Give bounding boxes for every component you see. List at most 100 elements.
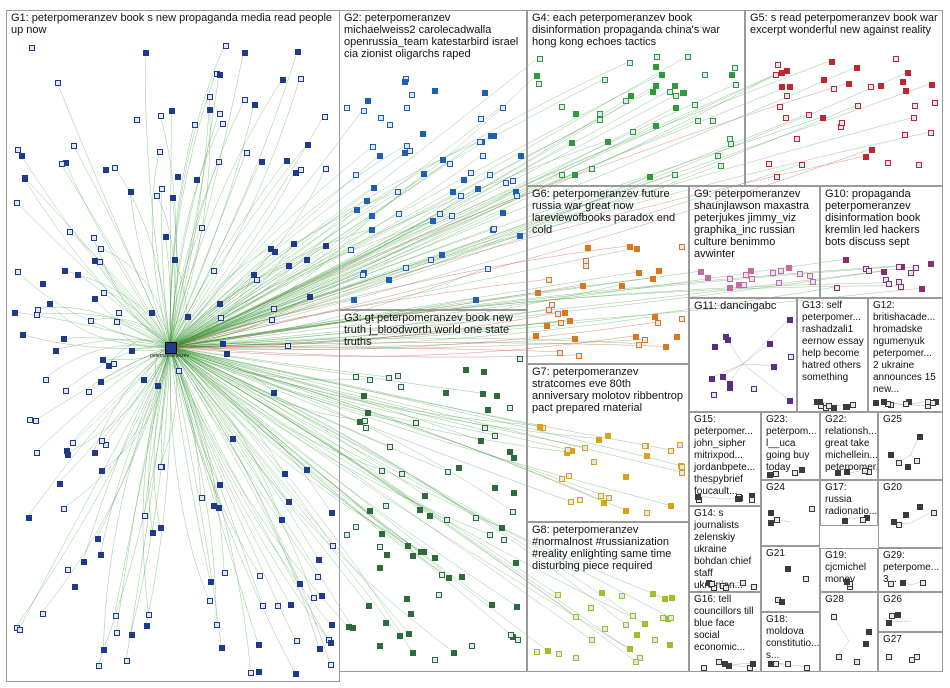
node[interactable]: [662, 344, 669, 351]
node[interactable]: [42, 376, 49, 383]
node[interactable]: [480, 391, 487, 398]
node[interactable]: [653, 64, 660, 71]
node[interactable]: [146, 611, 153, 618]
node[interactable]: [429, 218, 436, 225]
node[interactable]: [491, 485, 498, 492]
node[interactable]: [13, 199, 20, 206]
node[interactable]: [488, 601, 495, 608]
node[interactable]: [216, 111, 223, 118]
node[interactable]: [448, 213, 455, 220]
node[interactable]: [427, 257, 434, 264]
node[interactable]: [387, 121, 394, 128]
node[interactable]: [509, 508, 516, 515]
node[interactable]: [558, 104, 565, 111]
node[interactable]: [363, 197, 370, 204]
node[interactable]: [732, 64, 739, 71]
node[interactable]: [112, 164, 119, 171]
node[interactable]: [98, 438, 105, 445]
node[interactable]: [25, 515, 32, 522]
node[interactable]: [353, 207, 360, 214]
node[interactable]: [888, 581, 895, 588]
node[interactable]: [618, 592, 625, 599]
node[interactable]: [103, 166, 110, 173]
node[interactable]: [219, 644, 226, 651]
node[interactable]: [545, 306, 552, 313]
node[interactable]: [618, 282, 625, 289]
node[interactable]: [379, 530, 386, 537]
node[interactable]: [216, 158, 223, 165]
node[interactable]: [363, 424, 370, 431]
node[interactable]: [778, 268, 785, 275]
node[interactable]: [432, 554, 439, 561]
node[interactable]: [297, 75, 304, 82]
node[interactable]: [694, 493, 701, 500]
node[interactable]: [654, 320, 661, 327]
node[interactable]: [307, 293, 314, 300]
node[interactable]: [863, 640, 870, 647]
node[interactable]: [907, 270, 914, 277]
node[interactable]: [396, 633, 403, 640]
node[interactable]: [192, 122, 198, 129]
node[interactable]: [718, 162, 725, 169]
node[interactable]: [899, 579, 906, 586]
node[interactable]: [889, 612, 896, 619]
node[interactable]: [775, 61, 782, 68]
node[interactable]: [435, 592, 442, 599]
node[interactable]: [885, 619, 892, 626]
node[interactable]: [678, 469, 685, 476]
node[interactable]: [92, 258, 99, 265]
node[interactable]: [420, 131, 427, 138]
node[interactable]: [535, 81, 542, 88]
node[interactable]: [395, 189, 402, 196]
node[interactable]: [588, 637, 595, 644]
node[interactable]: [719, 373, 726, 380]
node[interactable]: [439, 251, 446, 258]
node[interactable]: [510, 178, 517, 185]
node[interactable]: [727, 141, 734, 148]
node[interactable]: [903, 88, 910, 95]
node[interactable]: [206, 598, 213, 605]
node[interactable]: [589, 166, 596, 173]
node[interactable]: [143, 49, 150, 56]
node[interactable]: [930, 509, 937, 516]
node[interactable]: [886, 280, 893, 287]
node[interactable]: [767, 341, 774, 348]
node[interactable]: [905, 70, 912, 77]
node[interactable]: [474, 185, 481, 192]
node[interactable]: [633, 659, 640, 666]
node[interactable]: [198, 225, 205, 232]
node[interactable]: [467, 170, 474, 177]
node[interactable]: [169, 107, 176, 114]
node[interactable]: [241, 49, 248, 56]
node[interactable]: [895, 263, 902, 270]
node[interactable]: [557, 319, 564, 326]
node[interactable]: [749, 661, 756, 668]
node[interactable]: [353, 373, 360, 380]
node[interactable]: [510, 455, 517, 462]
node[interactable]: [170, 194, 177, 201]
node[interactable]: [473, 515, 480, 522]
node[interactable]: [242, 97, 249, 104]
node[interactable]: [34, 449, 41, 456]
node[interactable]: [704, 274, 711, 281]
node[interactable]: [585, 244, 592, 251]
node[interactable]: [785, 565, 792, 572]
node[interactable]: [766, 471, 773, 478]
node[interactable]: [487, 532, 494, 539]
node[interactable]: [882, 276, 889, 283]
node[interactable]: [27, 417, 34, 424]
node[interactable]: [915, 162, 922, 169]
node[interactable]: [667, 503, 674, 510]
node[interactable]: [97, 245, 104, 252]
node[interactable]: [413, 419, 420, 426]
node[interactable]: [573, 655, 580, 662]
node[interactable]: [826, 402, 833, 409]
node[interactable]: [14, 146, 21, 153]
node[interactable]: [598, 589, 605, 596]
node[interactable]: [843, 257, 850, 264]
node[interactable]: [402, 264, 409, 271]
node[interactable]: [567, 499, 574, 506]
node[interactable]: [407, 147, 414, 154]
node[interactable]: [19, 332, 26, 339]
node[interactable]: [360, 392, 367, 399]
